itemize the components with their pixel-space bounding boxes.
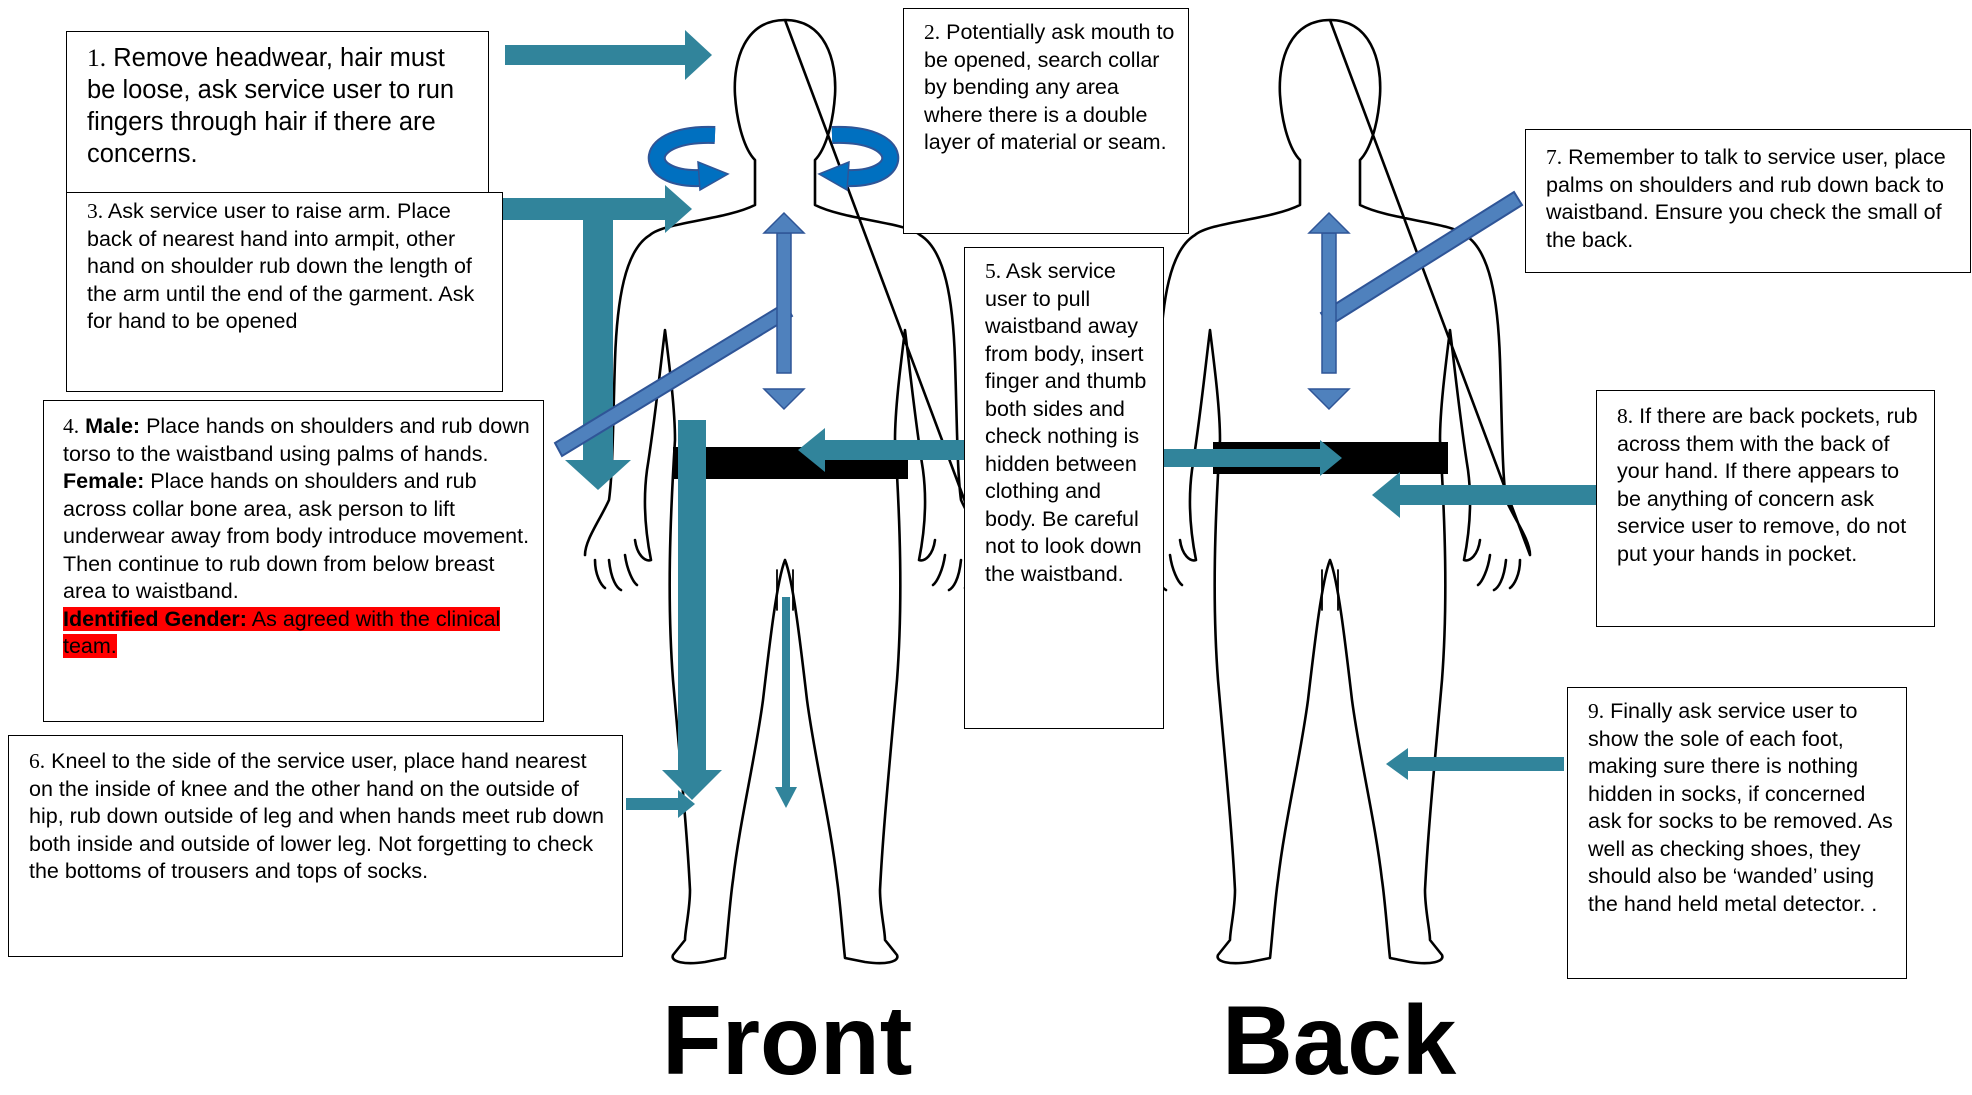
step-5-number: 5. [985,259,1001,283]
step-4-identified-label: Identified Gender: [63,607,247,631]
step-5-text: Ask service user to pull waistband away … [985,259,1146,586]
arrow-step-7-diagonal [1321,192,1522,326]
step-3-box: 3. Ask service user to raise arm. Place … [66,192,503,392]
step-4-box: 4. Male: Place hands on shoulders and ru… [43,400,544,722]
step-1-text: Remove headwear, hair must be loose, ask… [87,44,454,168]
front-label: Front [662,990,912,1090]
step-6-text: Kneel to the side of the service user, p… [29,749,604,883]
step-7-text: Remember to talk to service user, place … [1546,145,1946,252]
step-3-text: Ask service user to raise arm. Place bac… [87,199,474,333]
step-4-male-label: Male: [85,414,140,438]
step-4-female-label: Female: [63,469,144,493]
step-8-number: 8. [1617,404,1633,428]
back-label: Back [1222,990,1456,1090]
step-8-box: 8. If there are back pockets, rub across… [1596,390,1935,627]
step-2-text: Potentially ask mouth to be opened, sear… [924,20,1174,154]
arrow-step-9 [1386,748,1564,780]
step-5-box: 5. Ask service user to pull waistband aw… [964,247,1164,729]
step-9-box: 9. Finally ask service user to show the … [1567,687,1907,979]
step-8-text: If there are back pockets, rub across th… [1617,404,1918,566]
step-9-text: Finally ask service user to show the sol… [1588,699,1893,916]
step-1-box: 1. Remove headwear, hair must be loose, … [66,31,489,194]
step-2-number: 2. [924,20,940,44]
step-6-number: 6. [29,749,45,773]
arrow-step-8 [1372,472,1596,518]
collar-rotate-arrows [657,135,891,190]
step-2-box: 2. Potentially ask mouth to be opened, s… [903,8,1189,234]
arrow-step-6 [626,420,797,818]
step-4-number: 4. [63,414,79,438]
step-4-identified-highlight: Identified Gender: As agreed with the cl… [63,607,500,659]
step-7-box: 7. Remember to talk to service user, pla… [1525,129,1971,273]
step-3-number: 3. [87,199,103,223]
step-6-box: 6. Kneel to the side of the service user… [8,735,623,957]
step-7-number: 7. [1546,145,1562,169]
arrow-step-1 [505,30,712,80]
step-1-number: 1. [87,43,106,72]
step-9-number: 9. [1588,699,1604,723]
